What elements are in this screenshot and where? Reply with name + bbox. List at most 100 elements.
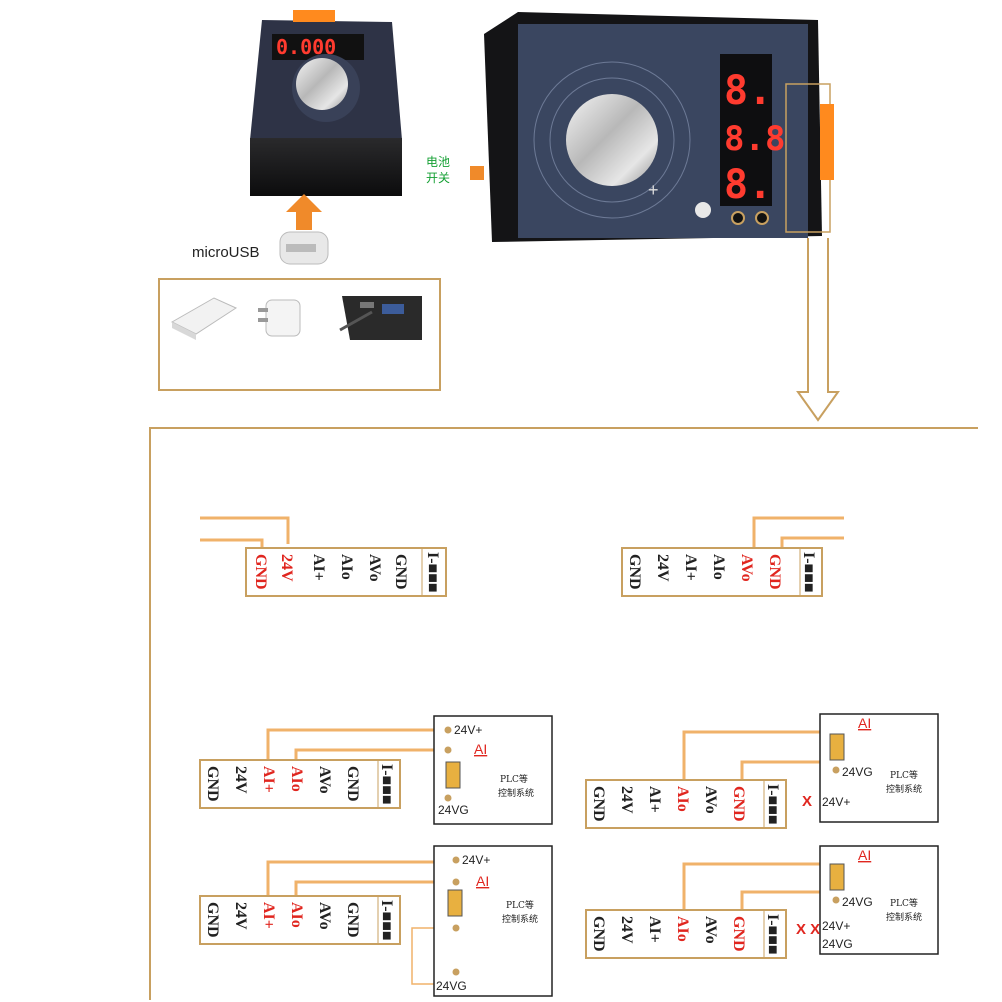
small-signal-generator: 0.000	[250, 10, 402, 196]
large-knob-icon	[566, 94, 658, 186]
term-aio: AIo	[674, 786, 691, 812]
plc-title-1: PLC等	[890, 897, 918, 909]
term-aip: AI+	[682, 554, 699, 581]
term-aio: AIo	[288, 902, 305, 928]
term-avo: AVo	[316, 766, 333, 794]
term-avo: AVo	[366, 554, 383, 582]
usb-arrow	[286, 194, 322, 230]
term-avo: AVo	[702, 786, 719, 814]
term-24v: 24V	[232, 902, 249, 930]
plc-title-2: 控制系统	[498, 787, 534, 799]
term-gnd-2: GND	[730, 786, 747, 822]
plus-symbol: +	[648, 180, 659, 200]
resistor-icon	[447, 889, 463, 917]
plc-title-2: 控制系统	[502, 913, 538, 925]
diagram-frame	[149, 427, 978, 1000]
diagram-power-input: GND 24V AI+ AIo AVo GND I-■■■	[200, 516, 447, 597]
resistor-icon	[829, 733, 845, 761]
plc-title-1: PLC等	[500, 773, 528, 785]
plc-title-2: 控制系统	[886, 783, 922, 795]
term-gnd-2: GND	[392, 554, 409, 590]
plc-title-2: 控制系统	[886, 911, 922, 923]
mode-button[interactable]	[695, 202, 711, 218]
term-aio: AIo	[338, 554, 355, 580]
mode-tag: I-■■■	[764, 914, 781, 955]
switch-label-line1: 电池	[426, 155, 450, 169]
plc-title-1: PLC等	[890, 769, 918, 781]
plc-24vp: 24V+	[822, 795, 850, 809]
term-gnd: GND	[590, 916, 607, 952]
plc-ai: AI	[858, 847, 871, 863]
switch-label-line2: 开关	[426, 171, 450, 185]
jack-right-icon	[755, 211, 769, 225]
term-gnd: GND	[590, 786, 607, 822]
term-gnd-2: GND	[344, 902, 361, 938]
term-gnd: GND	[626, 554, 643, 590]
term-gnd-2: GND	[766, 554, 783, 590]
plc-box	[819, 713, 939, 823]
display-digit-3: 8.	[724, 162, 772, 208]
power-sources-box	[158, 278, 441, 391]
term-aip: AI+	[310, 554, 327, 581]
term-24v: 24V	[654, 554, 671, 582]
terminal-block-connector	[820, 104, 834, 180]
term-24v: 24V	[618, 916, 635, 944]
mode-tag: I-■■■	[378, 900, 395, 941]
mode-tag: I-■■■	[424, 552, 441, 593]
term-avo: AVo	[316, 902, 333, 930]
diagram-current-output-active: GND 24V AI+ AIo AVo GND I-■■■ 24V+ AI 24…	[199, 715, 553, 825]
plc-24vp: 24V+	[462, 853, 490, 867]
term-aio: AIo	[288, 766, 305, 792]
x-mark-double: X X	[796, 921, 820, 938]
term-gnd-2: GND	[730, 916, 747, 952]
term-avo: AVo	[738, 554, 755, 582]
large-display	[720, 54, 772, 206]
plc-24vg-2: 24VG	[822, 937, 853, 951]
term-24v: 24V	[278, 554, 295, 582]
term-aip: AI+	[260, 766, 277, 793]
term-aip: AI+	[260, 902, 277, 929]
term-24v: 24V	[232, 766, 249, 794]
diagram-current-loop-passive: GND 24V AI+ AIo AVo GND I-■■■ AI 24VG X …	[585, 845, 939, 959]
plc-24vg: 24VG	[842, 765, 873, 779]
small-knob-icon	[296, 58, 348, 110]
term-aio: AIo	[674, 916, 691, 942]
microusb-cable-icon	[279, 231, 329, 265]
term-gnd-2: GND	[344, 766, 361, 802]
plc-24vg: 24VG	[438, 803, 469, 817]
plc-ai: AI	[476, 873, 489, 889]
large-signal-generator: + 8. 8.8 8.	[470, 12, 834, 242]
usb-label: microUSB	[192, 244, 260, 261]
display-digit-2: 8.8	[724, 119, 785, 159]
down-arrow-icon	[796, 238, 840, 422]
term-aip: AI+	[646, 786, 663, 813]
x-mark: X	[802, 793, 812, 810]
plc-24vp: 24V+	[454, 723, 482, 737]
term-24v: 24V	[618, 786, 635, 814]
display-digit-1: 8.	[724, 68, 772, 114]
jack-left-icon	[731, 211, 745, 225]
resistor-icon	[829, 863, 845, 891]
plc-title-1: PLC等	[506, 899, 534, 911]
laptop-usb-icon	[339, 296, 422, 340]
plc-24vg: 24VG	[436, 979, 467, 993]
switch-pointer	[470, 166, 484, 180]
diagram-voltage-output: GND 24V AI+ AIo AVo GND I-■■■	[621, 516, 844, 597]
plc-ai: AI	[858, 715, 871, 731]
mode-tag: I-■■■	[800, 552, 817, 593]
wall-adapter-icon	[258, 299, 301, 337]
power-bank-icon	[170, 297, 238, 340]
term-gnd: GND	[204, 766, 221, 802]
plc-24vg: 24VG	[842, 895, 873, 909]
term-aio: AIo	[710, 554, 727, 580]
term-avo: AVo	[702, 916, 719, 944]
mode-tag: I-■■■	[764, 784, 781, 825]
resistor-icon	[445, 761, 461, 789]
plc-ai: AI	[474, 741, 487, 757]
plc-24vp: 24V+	[822, 919, 850, 933]
diagram-current-output-passive: GND 24V AI+ AIo AVo GND I-■■■ AI 24VG X …	[585, 713, 939, 829]
term-gnd: GND	[252, 554, 269, 590]
term-aip: AI+	[646, 916, 663, 943]
diagram-current-loop-external: GND 24V AI+ AIo AVo GND I-■■■ 24V+ AI 24…	[199, 845, 553, 997]
